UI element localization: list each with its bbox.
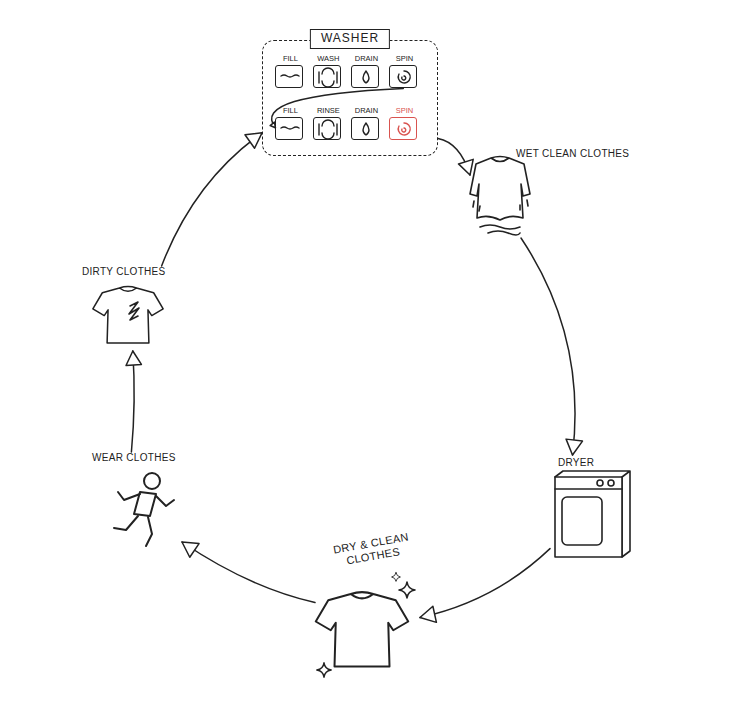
laundry-stage: DRY & CLEAN CLOTHES — [315, 535, 420, 685]
sparkle — [392, 573, 401, 582]
arrow-head — [270, 122, 275, 128]
cycle-step: FILL — [275, 117, 303, 140]
stage-label: DIRTY CLOTHES — [82, 266, 176, 278]
arrow-line — [521, 238, 575, 455]
drain-icon — [363, 123, 369, 135]
flow-arrow — [126, 351, 141, 452]
spin-icon — [398, 71, 410, 83]
cycle-step: RINSE — [313, 117, 341, 140]
washer-icons — [281, 68, 410, 139]
laundry-stage: DIRTY CLOTHES — [80, 266, 176, 351]
flow-arrow — [420, 549, 550, 623]
arrow-head — [420, 606, 436, 622]
step-label: RINSE — [302, 107, 354, 116]
cycle-step: WASH — [313, 65, 341, 88]
figure-legs — [114, 516, 152, 546]
stage-label: DRY & CLEAN CLOTHES — [325, 529, 418, 570]
clean-shirt — [316, 573, 415, 678]
fill-icon — [281, 75, 299, 77]
figure-head — [144, 473, 160, 489]
sparkle — [399, 582, 415, 598]
dirty-shirt — [93, 287, 163, 344]
cycle-step: FILL — [275, 65, 303, 88]
stage-label: WET CLEAN CLOTHES — [516, 148, 640, 160]
laundry-stage: WET CLEAN CLOTHES — [470, 148, 640, 238]
fill-icon — [281, 127, 299, 129]
flow-arrow — [438, 139, 473, 175]
shirt-outline — [316, 592, 409, 666]
step-label: DRAIN — [340, 107, 392, 116]
flow-arrow — [270, 88, 403, 127]
arrow-line — [162, 133, 262, 266]
step-label: SPIN — [378, 107, 430, 116]
step-label: SPIN — [378, 55, 430, 64]
cycle-step: SPIN — [389, 65, 417, 88]
laundry-stage: WEAR CLOTHES — [90, 452, 182, 552]
shirt-outline — [93, 287, 163, 344]
dryer-side — [555, 471, 630, 557]
sparkle — [317, 663, 331, 677]
dryer-body — [555, 477, 622, 557]
running-figure — [114, 473, 174, 546]
step-label: DRAIN — [340, 55, 392, 64]
arrow-head — [458, 159, 473, 175]
drain-icon — [363, 71, 369, 83]
figure-arms — [118, 492, 174, 506]
flow-arrow — [521, 238, 582, 455]
step-label: WASH — [302, 55, 354, 64]
rinse-icon — [319, 120, 337, 139]
arrow-head — [566, 439, 582, 455]
dryer-machine — [555, 471, 630, 557]
shirt-outline — [470, 157, 530, 221]
water-drip — [473, 200, 528, 211]
flow-arrow — [182, 542, 315, 603]
arrow-line — [272, 88, 404, 127]
stage-label: DRYER — [558, 457, 624, 469]
washer-title: WASHER — [310, 29, 390, 49]
cycle-step: DRAIN — [351, 65, 379, 88]
wash-icon — [319, 68, 337, 87]
wet-shirt — [470, 157, 530, 236]
arrow-line — [182, 542, 315, 603]
dirt-marks — [129, 302, 139, 320]
water-puddle — [480, 225, 520, 235]
dryer-knob — [608, 480, 614, 486]
arrow-line — [438, 139, 470, 175]
stage-label: WEAR CLOTHES — [92, 452, 182, 464]
arrow-line — [131, 351, 134, 452]
cycle-step: SPIN — [389, 117, 417, 140]
cycle-step: DRAIN — [351, 117, 379, 140]
arrow-head — [182, 542, 199, 557]
flow-arrow — [162, 133, 262, 266]
arrow-head — [245, 133, 262, 148]
arrow-head — [126, 351, 141, 365]
dryer-door — [562, 497, 602, 545]
washer-panel: WASHERFILLWASHDRAINSPINFILLRINSEDRAINSPI… — [262, 40, 438, 156]
dryer-knob — [597, 480, 603, 486]
arrow-line — [420, 549, 550, 618]
laundry-stage: DRYER — [550, 455, 625, 559]
step-label: FILL — [264, 55, 316, 64]
dryer-panel — [555, 488, 622, 490]
step-label: FILL — [264, 107, 316, 116]
spin-icon — [398, 123, 410, 135]
